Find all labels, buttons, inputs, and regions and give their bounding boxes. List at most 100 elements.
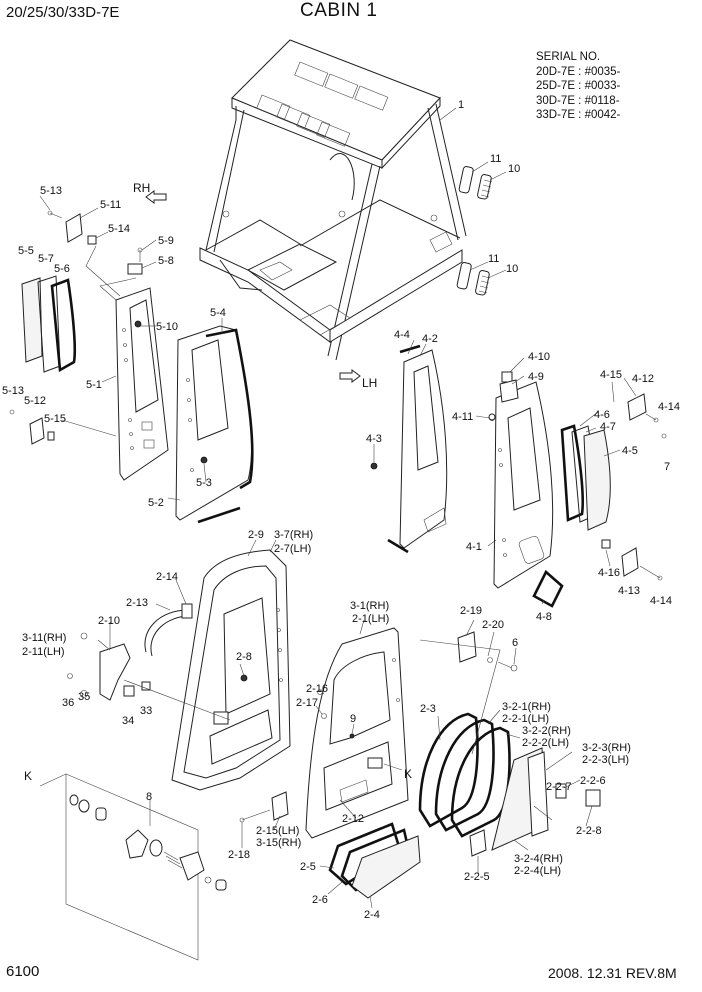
callout-label: 5-14 bbox=[108, 223, 130, 235]
callout-label: 4-15 bbox=[600, 369, 622, 381]
callout-label: 4-1 bbox=[466, 541, 482, 553]
callout-label: 33 bbox=[140, 705, 152, 717]
callout-label: 4-12 bbox=[632, 373, 654, 385]
latch-window-lower bbox=[456, 262, 491, 296]
callout-label: 4-8 bbox=[536, 611, 552, 623]
callout-label: 5-5 bbox=[18, 245, 34, 257]
callout-label: 34 bbox=[122, 715, 134, 727]
callout-label: 2-8 bbox=[236, 651, 252, 663]
serial-line: 25D-7E : #0033- bbox=[536, 80, 621, 92]
leader-lines bbox=[39, 107, 637, 909]
callout-label: 3-11(RH) bbox=[22, 632, 66, 644]
callout-label: 2-2-7 bbox=[546, 781, 572, 793]
callout-label: 4-14 bbox=[658, 401, 680, 413]
callout-label: 2-12 bbox=[342, 813, 364, 825]
callout-label: 5-10 bbox=[156, 321, 178, 333]
callout-label: 4-5 bbox=[622, 445, 638, 457]
cabin-frame bbox=[199, 39, 467, 361]
callout-label: 11 bbox=[490, 153, 501, 165]
callout-label: 3-2-3(RH) bbox=[582, 742, 631, 754]
lh-door-glass-set bbox=[532, 424, 611, 608]
revision-date: 2008. 12.31 REV.8M bbox=[548, 965, 677, 981]
serial-line: 20D-7E : #0035- bbox=[536, 65, 621, 78]
callout-label: 4-6 bbox=[594, 409, 610, 421]
callout-label: 5-2 bbox=[148, 497, 164, 509]
callout-label: 2-5 bbox=[300, 861, 316, 873]
sliding-window-set bbox=[418, 712, 601, 857]
callout-label: 1 bbox=[458, 99, 464, 111]
callout-label: 2-9 bbox=[248, 529, 264, 541]
callout-label: 4-4 bbox=[394, 329, 410, 341]
callout-label: 5-11 bbox=[100, 199, 121, 211]
callout-label: 4-2 bbox=[422, 333, 438, 345]
callout-label: 3-15(RH) bbox=[256, 837, 301, 849]
callout-label: 3-2-1(RH) bbox=[502, 701, 551, 713]
callout-label: 6 bbox=[512, 637, 518, 649]
callout-label: 3-2-2(RH) bbox=[522, 725, 571, 737]
callout-label: 2-17 bbox=[296, 697, 318, 709]
callout-label: 2-6 bbox=[312, 894, 328, 906]
callout-label: 2-3 bbox=[420, 703, 436, 715]
callout-label: 2-19 bbox=[460, 605, 482, 617]
rh-door-glass-set bbox=[21, 275, 77, 373]
callout-label: 4-9 bbox=[528, 371, 544, 383]
lh-door-panel bbox=[489, 381, 554, 589]
door-outer-frame bbox=[171, 549, 291, 791]
callout-label: 5-15 bbox=[44, 413, 66, 425]
callout-label: 2-2-8 bbox=[576, 825, 602, 837]
callout-label: 2-13 bbox=[126, 597, 148, 609]
callout-label: 2-11(LH) bbox=[22, 646, 65, 658]
lock-detail-k bbox=[39, 773, 227, 961]
callout-label: 2-4 bbox=[364, 909, 380, 921]
callout-label: 4-10 bbox=[528, 351, 550, 363]
model-designation: 20/25/30/33D-7E bbox=[6, 4, 120, 21]
section-marker-k: K bbox=[404, 767, 412, 781]
callout-label: 5-12 bbox=[24, 395, 46, 407]
callout-label: 5-1 bbox=[86, 379, 102, 391]
callout-label: 2-18 bbox=[228, 849, 250, 861]
door-hinge-assembly bbox=[239, 631, 518, 823]
lh-door-frame bbox=[370, 344, 448, 554]
callout-label: 2-16 bbox=[306, 683, 328, 695]
callout-label: 2-2-5 bbox=[464, 871, 490, 883]
callout-label: 2-7(LH) bbox=[274, 543, 311, 555]
callout-label: 5-13 bbox=[2, 385, 24, 397]
rh-door-panel bbox=[115, 287, 169, 481]
callout-label: 2-2-6 bbox=[580, 775, 606, 787]
section-marker-k: K bbox=[24, 769, 32, 783]
callout-label: 2-2-2(LH) bbox=[522, 737, 569, 749]
callout-label: 5-3 bbox=[196, 477, 212, 489]
callout-label: 35 bbox=[78, 691, 90, 703]
callout-label: 5-7 bbox=[38, 253, 54, 265]
callout-label: 4-16 bbox=[598, 567, 620, 579]
rh-hinge-parts bbox=[9, 210, 143, 445]
door-inner-panel bbox=[305, 627, 409, 839]
callout-label: 2-15(LH) bbox=[256, 825, 299, 837]
callout-label: 2-20 bbox=[482, 619, 504, 631]
roof-windows bbox=[256, 61, 389, 147]
callout-label: 10 bbox=[508, 163, 520, 175]
rh-direction-arrow bbox=[145, 190, 167, 204]
door-handle-assembly bbox=[67, 603, 193, 701]
serial-heading: SERIAL NO. bbox=[536, 51, 601, 63]
lower-window-set bbox=[328, 822, 421, 899]
page-number: 6100 bbox=[6, 963, 40, 980]
callout-label: 4-3 bbox=[366, 433, 382, 445]
callout-label: 3-2-4(RH) bbox=[514, 853, 563, 865]
callout-label: 7 bbox=[664, 461, 670, 473]
callout-label: 2-14 bbox=[156, 571, 178, 583]
lh-direction-arrow bbox=[339, 369, 361, 383]
callout-label: 2-2-4(LH) bbox=[514, 865, 561, 877]
callout-label: 3-1(RH) bbox=[350, 600, 389, 612]
callout-label: 4-13 bbox=[618, 585, 640, 597]
callout-label: 5-9 bbox=[158, 235, 174, 247]
diagram-title: CABIN 1 bbox=[300, 0, 378, 21]
callout-label: 2-1(LH) bbox=[352, 613, 389, 625]
lh-hinge-parts bbox=[488, 371, 667, 581]
callout-label: 2-2-3(LH) bbox=[582, 754, 629, 766]
callout-label: 10 bbox=[506, 263, 518, 275]
latch-window-upper bbox=[458, 166, 493, 200]
serial-line: 30D-7E : #0118- bbox=[536, 94, 620, 107]
callout-label: 8 bbox=[146, 791, 152, 803]
